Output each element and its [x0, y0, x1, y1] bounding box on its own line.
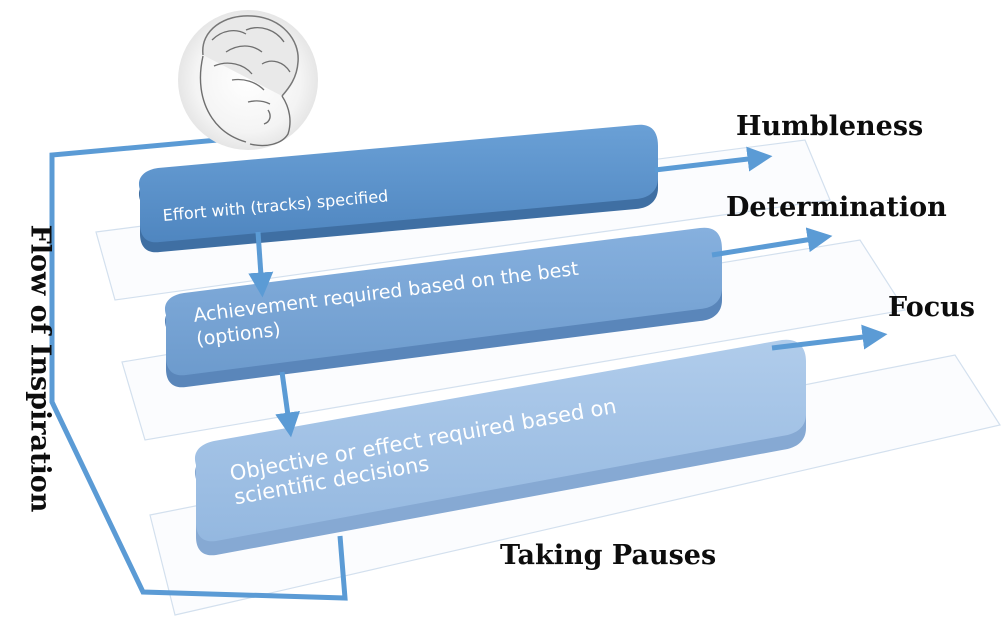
outcome-label-determination: Determination [726, 192, 947, 223]
brain-head-icon [178, 10, 318, 150]
outcome-label-taking-pauses: Taking Pauses [500, 540, 717, 571]
outcome-arrow-humbleness [654, 146, 773, 173]
outcome-label-humbleness: Humbleness [736, 111, 924, 142]
connector-arrow-2 [275, 371, 300, 438]
step-box-1 [138, 124, 658, 243]
outcome-arrow-determination [711, 227, 833, 258]
outcome-label-focus: Focus [888, 292, 975, 323]
outcome-arrow-focus [771, 324, 888, 351]
side-title: Flow of Inspiration [24, 224, 56, 513]
connector-arrow-1 [248, 231, 274, 298]
step-box-2 [164, 227, 722, 376]
step-box-3 [194, 339, 806, 542]
